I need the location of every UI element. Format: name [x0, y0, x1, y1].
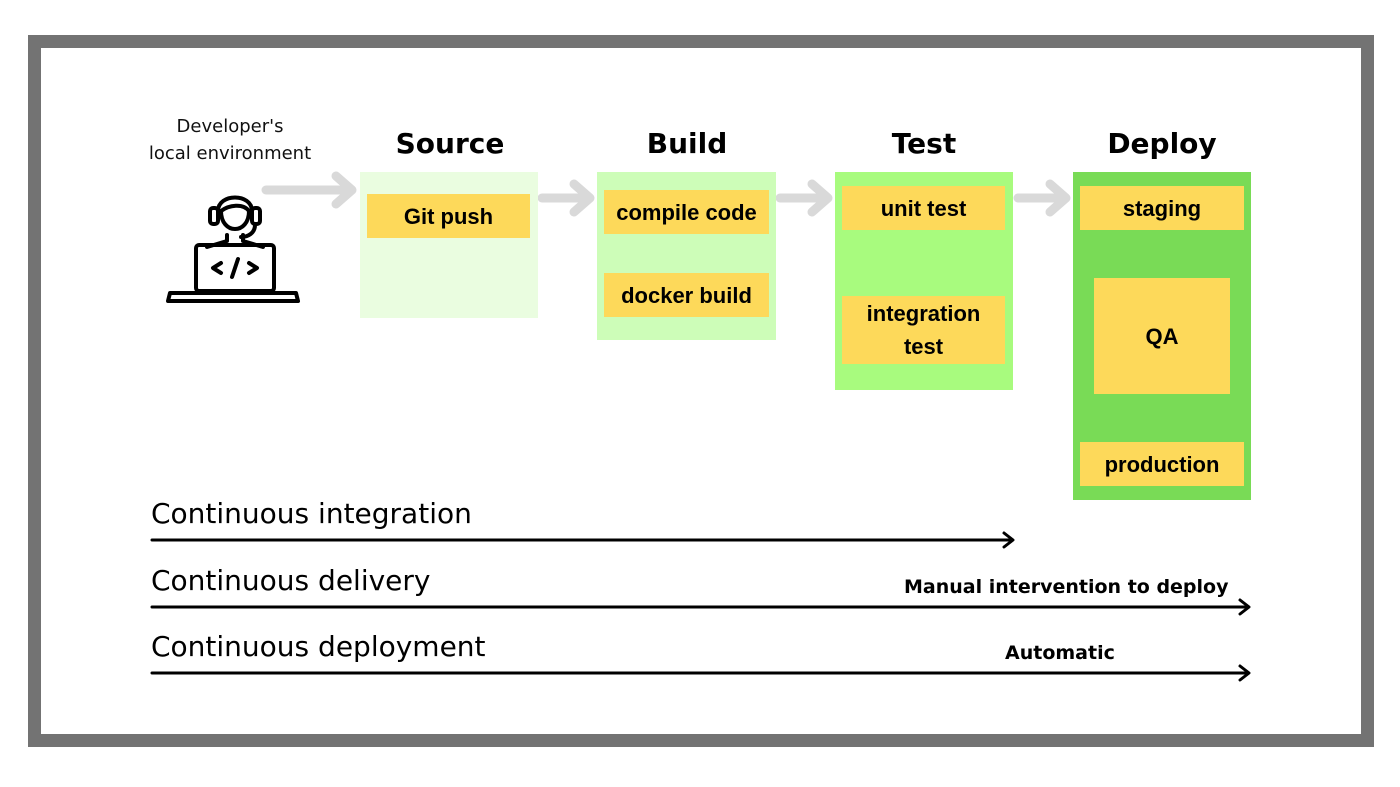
developer-label: Developer's local environment — [140, 113, 320, 167]
stage-title-build: Build — [646, 127, 728, 160]
stage-title-deploy: Deploy — [1107, 127, 1217, 160]
step-integration-test: integration test — [842, 296, 1005, 364]
pipeline-label-continuous-integration: Continuous integration — [151, 497, 472, 530]
pipeline-label-continuous-deployment: Continuous deployment — [151, 630, 486, 663]
step-docker-build: docker build — [604, 273, 769, 317]
step-production: production — [1080, 442, 1244, 486]
pipeline-arrow-continuous-deployment — [150, 664, 1251, 682]
developer-label-line1: Developer's — [176, 116, 284, 137]
stage-title-test: Test — [891, 127, 957, 160]
flow-arrow-source-build — [537, 179, 595, 217]
pipeline-note-automatic: Automatic — [1005, 642, 1115, 664]
step-git-push: Git push — [367, 194, 530, 238]
step-unit-test: unit test — [842, 186, 1005, 230]
step-qa: QA — [1094, 278, 1230, 394]
pipeline-label-continuous-delivery: Continuous delivery — [151, 564, 431, 597]
flow-arrow-build-test — [775, 179, 833, 217]
flow-arrow-test-deploy — [1013, 179, 1071, 217]
pipeline-note-manual-intervention: Manual intervention to deploy — [904, 576, 1229, 598]
stage-title-source: Source — [395, 127, 505, 160]
developer-laptop-icon — [166, 195, 300, 303]
pipeline-arrow-continuous-delivery — [150, 598, 1251, 616]
step-compile-code: compile code — [604, 190, 769, 234]
flow-arrow-developer-source — [261, 171, 357, 209]
step-staging: staging — [1080, 186, 1244, 230]
pipeline-arrow-continuous-integration — [150, 531, 1015, 549]
developer-label-line2: local environment — [148, 143, 312, 164]
